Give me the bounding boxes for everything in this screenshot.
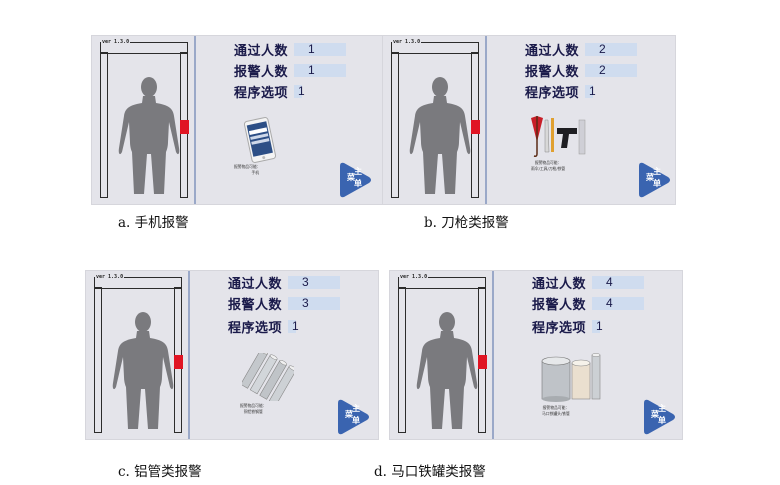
pass-count-row: 通过人数 1 (234, 40, 347, 59)
pass-count-row: 通过人数 3 (228, 273, 341, 292)
alarm-panel-c: ver 1.3.0 通过人数 3 报警人数 3 程序选项 1 报警物品可能： 铜… (86, 271, 378, 439)
smartphone-icon (243, 117, 277, 163)
main-menu-button[interactable]: 菜 主 单 (635, 162, 671, 198)
human-silhouette-icon (114, 76, 184, 196)
pass-count-row: 通过人数 2 (525, 40, 638, 59)
pass-count-row: 通过人数 4 (532, 273, 645, 292)
alarm-count-value: 1 (294, 63, 347, 77)
version-label: ver 1.3.0 (101, 39, 131, 45)
alarm-panel-b: ver 1.3.0 通过人数 2 报警人数 2 程序选项 1 报警物品可能： 雨… (383, 36, 675, 204)
alarm-indicator (478, 355, 487, 369)
security-gate: ver 1.3.0 (398, 274, 492, 433)
caption-a: a. 手机报警 (118, 215, 189, 231)
version-label: ver 1.3.0 (399, 274, 429, 280)
program-option-value[interactable]: 1 (288, 319, 299, 333)
security-gate: ver 1.3.0 (391, 39, 485, 198)
tin-can-icon (541, 353, 601, 402)
caption-d: d. 马口铁罐类报警 (374, 464, 486, 480)
alarm-panel-a: ver 1.3.0 通过人数 1 报警人数 1 程序选项 1 报警物品可能： 手… (92, 36, 384, 204)
alarm-indicator (471, 120, 480, 134)
caption-b: b. 刀枪类报警 (424, 215, 509, 231)
knife-gun-icon (531, 116, 586, 157)
pass-count-value: 4 (592, 275, 645, 289)
program-option-row[interactable]: 程序选项 1 (234, 83, 305, 101)
security-gate: ver 1.3.0 (94, 274, 188, 433)
security-gate: ver 1.3.0 (100, 39, 194, 198)
alarm-indicator (180, 120, 189, 134)
human-silhouette-icon (412, 311, 482, 431)
program-option-row[interactable]: 程序选项 1 (532, 318, 603, 336)
version-label: ver 1.3.0 (95, 274, 125, 280)
alarm-count-value: 3 (288, 296, 341, 310)
pass-count-value: 2 (585, 42, 638, 56)
alarm-panel-d: ver 1.3.0 通过人数 4 报警人数 4 程序选项 1 报警物品可能： 马… (390, 271, 682, 439)
main-menu-button[interactable]: 菜 主 单 (334, 399, 370, 435)
human-silhouette-icon (108, 311, 178, 431)
program-option-row[interactable]: 程序选项 1 (525, 83, 596, 101)
item-caption: 报警物品可能： 雨伞/工具/刀枪/铁管 (531, 160, 566, 171)
item-caption: 报警物品可能： 手机 (234, 164, 261, 175)
program-option-value[interactable]: 1 (585, 84, 596, 98)
alarm-count-value: 4 (592, 296, 645, 310)
pass-count-value: 1 (294, 42, 347, 56)
version-label: ver 1.3.0 (392, 39, 422, 45)
alarm-count-row: 报警人数 2 (525, 61, 638, 80)
item-caption: 报警物品可能： 铜铝铁钢管 (240, 403, 267, 414)
program-option-row[interactable]: 程序选项 1 (228, 318, 299, 336)
alarm-count-value: 2 (585, 63, 638, 77)
item-caption: 报警物品可能： 马口铁罐头/铁管 (542, 405, 570, 416)
alarm-count-row: 报警人数 3 (228, 294, 341, 313)
main-menu-button[interactable]: 菜 主 单 (640, 399, 676, 435)
alarm-count-row: 报警人数 1 (234, 61, 347, 80)
main-menu-button[interactable]: 菜 主 单 (336, 162, 372, 198)
alarm-count-row: 报警人数 4 (532, 294, 645, 313)
human-silhouette-icon (405, 76, 475, 196)
pass-count-value: 3 (288, 275, 341, 289)
aluminum-tube-icon (242, 353, 294, 401)
caption-c: c. 铝管类报警 (118, 464, 202, 480)
program-option-value[interactable]: 1 (592, 319, 603, 333)
program-option-value[interactable]: 1 (294, 84, 305, 98)
alarm-indicator (174, 355, 183, 369)
